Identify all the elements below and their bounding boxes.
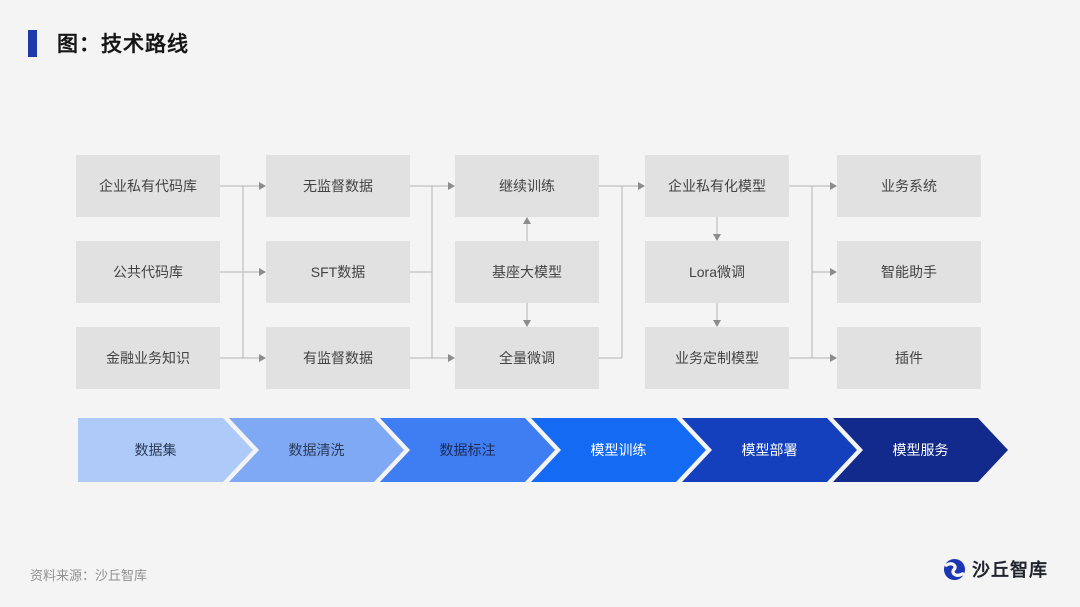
- brand-logo-icon: [943, 558, 966, 580]
- brand-logo-text: 沙丘智库: [972, 560, 1048, 580]
- node-finance-knowledge: 金融业务知识: [76, 327, 220, 389]
- node-continue-training: 继续训练: [455, 155, 599, 217]
- page-title: 图：技术路线: [57, 33, 189, 56]
- node-lora-finetune: Lora微调: [645, 241, 789, 303]
- arrowhead-icons: [259, 182, 837, 362]
- node-ai-assistant: 智能助手: [837, 241, 981, 303]
- node-private-model: 企业私有化模型: [645, 155, 789, 217]
- node-full-finetune: 全量微调: [455, 327, 599, 389]
- node-business-system: 业务系统: [837, 155, 981, 217]
- header: 图：技术路线: [28, 28, 189, 58]
- node-custom-model: 业务定制模型: [645, 327, 789, 389]
- process-step-model-serving: 模型服务: [833, 418, 1008, 482]
- node-unsupervised-data: 无监督数据: [266, 155, 410, 217]
- brand-logo: 沙丘智库: [943, 556, 1048, 582]
- node-private-code-repo: 企业私有代码库: [76, 155, 220, 217]
- node-base-model: 基座大模型: [455, 241, 599, 303]
- node-plugin: 插件: [837, 327, 981, 389]
- node-public-code-repo: 公共代码库: [76, 241, 220, 303]
- title-accent-bar: [28, 29, 37, 57]
- node-supervised-data: 有监督数据: [266, 327, 410, 389]
- source-note: 资料来源：沙丘智库: [30, 568, 148, 583]
- process-step-dataset: 数据集: [78, 418, 253, 482]
- node-sft-data: SFT数据: [266, 241, 410, 303]
